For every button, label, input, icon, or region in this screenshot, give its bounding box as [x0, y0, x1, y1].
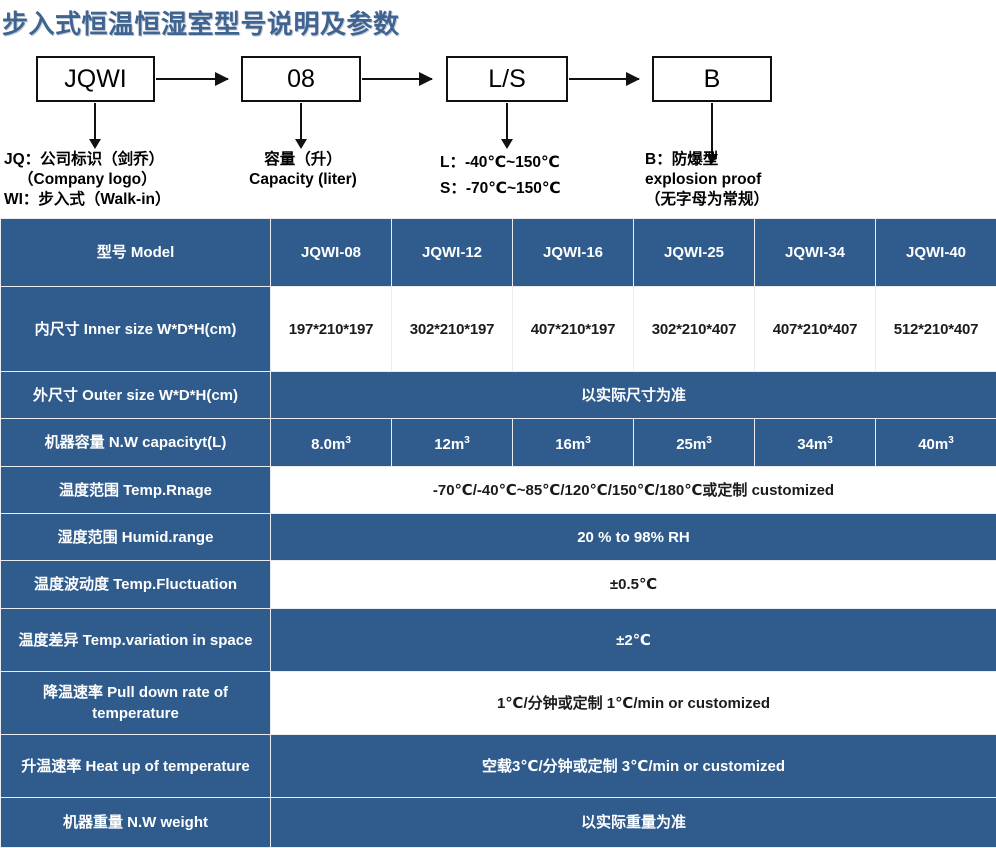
table-row: 温度范围 Temp.Rnage-70℃/-40℃~85℃/120℃/150℃/1…: [1, 467, 996, 514]
row-label: 内尺寸 Inner size W*D*H(cm): [1, 287, 271, 372]
row-value-1: 8.0m3: [271, 419, 392, 467]
row-value-merged: 空载3℃/分钟或定制 3℃/min or customized: [271, 735, 996, 798]
arrow-down-icon-3: [506, 103, 508, 140]
caption-explosion-proof-line2: explosion proof: [645, 170, 769, 190]
row-label: 升温速率 Heat up of temperature: [1, 735, 271, 798]
row-value-3: 407*210*197: [513, 287, 634, 372]
flow-box-capacity: 08: [241, 56, 361, 102]
row-label: 湿度范围 Humid.range: [1, 514, 271, 561]
caption-explosion-proof-line1: B：防爆型: [645, 150, 769, 170]
caption-temp-range-line2: S：-70℃~150℃: [440, 176, 561, 202]
row-label: 机器容量 N.W capacityt(L): [1, 419, 271, 467]
table-row: 温度差异 Temp.variation in space±2℃: [1, 609, 996, 672]
row-value-6: 40m3: [876, 419, 996, 467]
table-row: 外尺寸 Outer size W*D*H(cm)以实际尺寸为准: [1, 372, 996, 419]
table-header-model-5: JQWI-34: [755, 219, 876, 287]
page-title: 步入式恒温恒湿室型号说明及参数: [2, 4, 400, 41]
row-value-4: 302*210*407: [634, 287, 755, 372]
caption-jqwi-line1: JQ：公司标识（剑乔）: [4, 150, 170, 170]
row-label: 温度波动度 Temp.Fluctuation: [1, 561, 271, 609]
caption-capacity-line1: 容量（升）: [218, 150, 388, 170]
caption-explosion-proof: B：防爆型 explosion proof （无字母为常规）: [645, 150, 769, 210]
flow-box-explosion-proof-label: B: [704, 65, 721, 94]
arrow-right-icon-1: [156, 78, 228, 80]
table-header-model-4: JQWI-25: [634, 219, 755, 287]
row-value-5: 34m3: [755, 419, 876, 467]
table-header-model-1: JQWI-08: [271, 219, 392, 287]
caption-capacity-line2: Capacity (liter): [218, 170, 388, 190]
row-value-merged: 20 % to 98% RH: [271, 514, 996, 561]
arrow-down-icon-2: [300, 103, 302, 140]
caption-temp-range: L：-40℃~150℃ S：-70℃~150℃: [440, 150, 561, 202]
row-value-2: 12m3: [392, 419, 513, 467]
flow-box-jqwi-label: JQWI: [64, 65, 127, 94]
row-value-6: 512*210*407: [876, 287, 996, 372]
row-value-3: 16m3: [513, 419, 634, 467]
flow-box-capacity-label: 08: [287, 65, 315, 94]
table-header-model-6: JQWI-40: [876, 219, 996, 287]
arrow-right-icon-2: [362, 78, 432, 80]
row-value-merged: ±0.5℃: [271, 561, 996, 609]
row-value-merged: 1℃/分钟或定制 1℃/min or customized: [271, 672, 996, 735]
flow-box-explosion-proof: B: [652, 56, 772, 102]
row-label: 机器重量 N.W weight: [1, 798, 271, 848]
row-value-merged: 以实际重量为准: [271, 798, 996, 848]
row-label: 温度范围 Temp.Rnage: [1, 467, 271, 514]
arrow-down-icon-4: [711, 103, 713, 155]
caption-explosion-proof-line3: （无字母为常规）: [645, 190, 769, 210]
flow-box-jqwi: JQWI: [36, 56, 155, 102]
flow-box-temp-range-label: L/S: [488, 65, 526, 94]
row-label: 外尺寸 Outer size W*D*H(cm): [1, 372, 271, 419]
arrow-down-icon-1: [94, 103, 96, 140]
caption-temp-range-line1: L：-40℃~150℃: [440, 150, 561, 176]
row-value-merged: -70℃/-40℃~85℃/120℃/150℃/180℃或定制 customiz…: [271, 467, 996, 514]
row-value-1: 197*210*197: [271, 287, 392, 372]
table-row: 温度波动度 Temp.Fluctuation±0.5℃: [1, 561, 996, 609]
table-header-label: 型号 Model: [1, 219, 271, 287]
caption-capacity: 容量（升） Capacity (liter): [218, 150, 388, 190]
row-value-5: 407*210*407: [755, 287, 876, 372]
row-value-4: 25m3: [634, 419, 755, 467]
row-label: 温度差异 Temp.variation in space: [1, 609, 271, 672]
caption-jqwi-line2: （Company logo）: [4, 170, 170, 190]
table-header-model-2: JQWI-12: [392, 219, 513, 287]
row-value-2: 302*210*197: [392, 287, 513, 372]
row-value-merged: 以实际尺寸为准: [271, 372, 996, 419]
caption-jqwi-line3: WI：步入式（Walk-in）: [4, 190, 170, 210]
row-value-merged: ±2℃: [271, 609, 996, 672]
flow-box-temp-range: L/S: [446, 56, 568, 102]
row-label: 降温速率 Pull down rate of temperature: [1, 672, 271, 735]
arrow-right-icon-3: [569, 78, 639, 80]
caption-jqwi: JQ：公司标识（剑乔） （Company logo） WI：步入式（Walk-i…: [4, 150, 170, 210]
model-code-diagram: JQWI 08 L/S B JQ：公司标识（剑乔） （Company logo）…: [0, 42, 996, 218]
table-header-model-3: JQWI-16: [513, 219, 634, 287]
